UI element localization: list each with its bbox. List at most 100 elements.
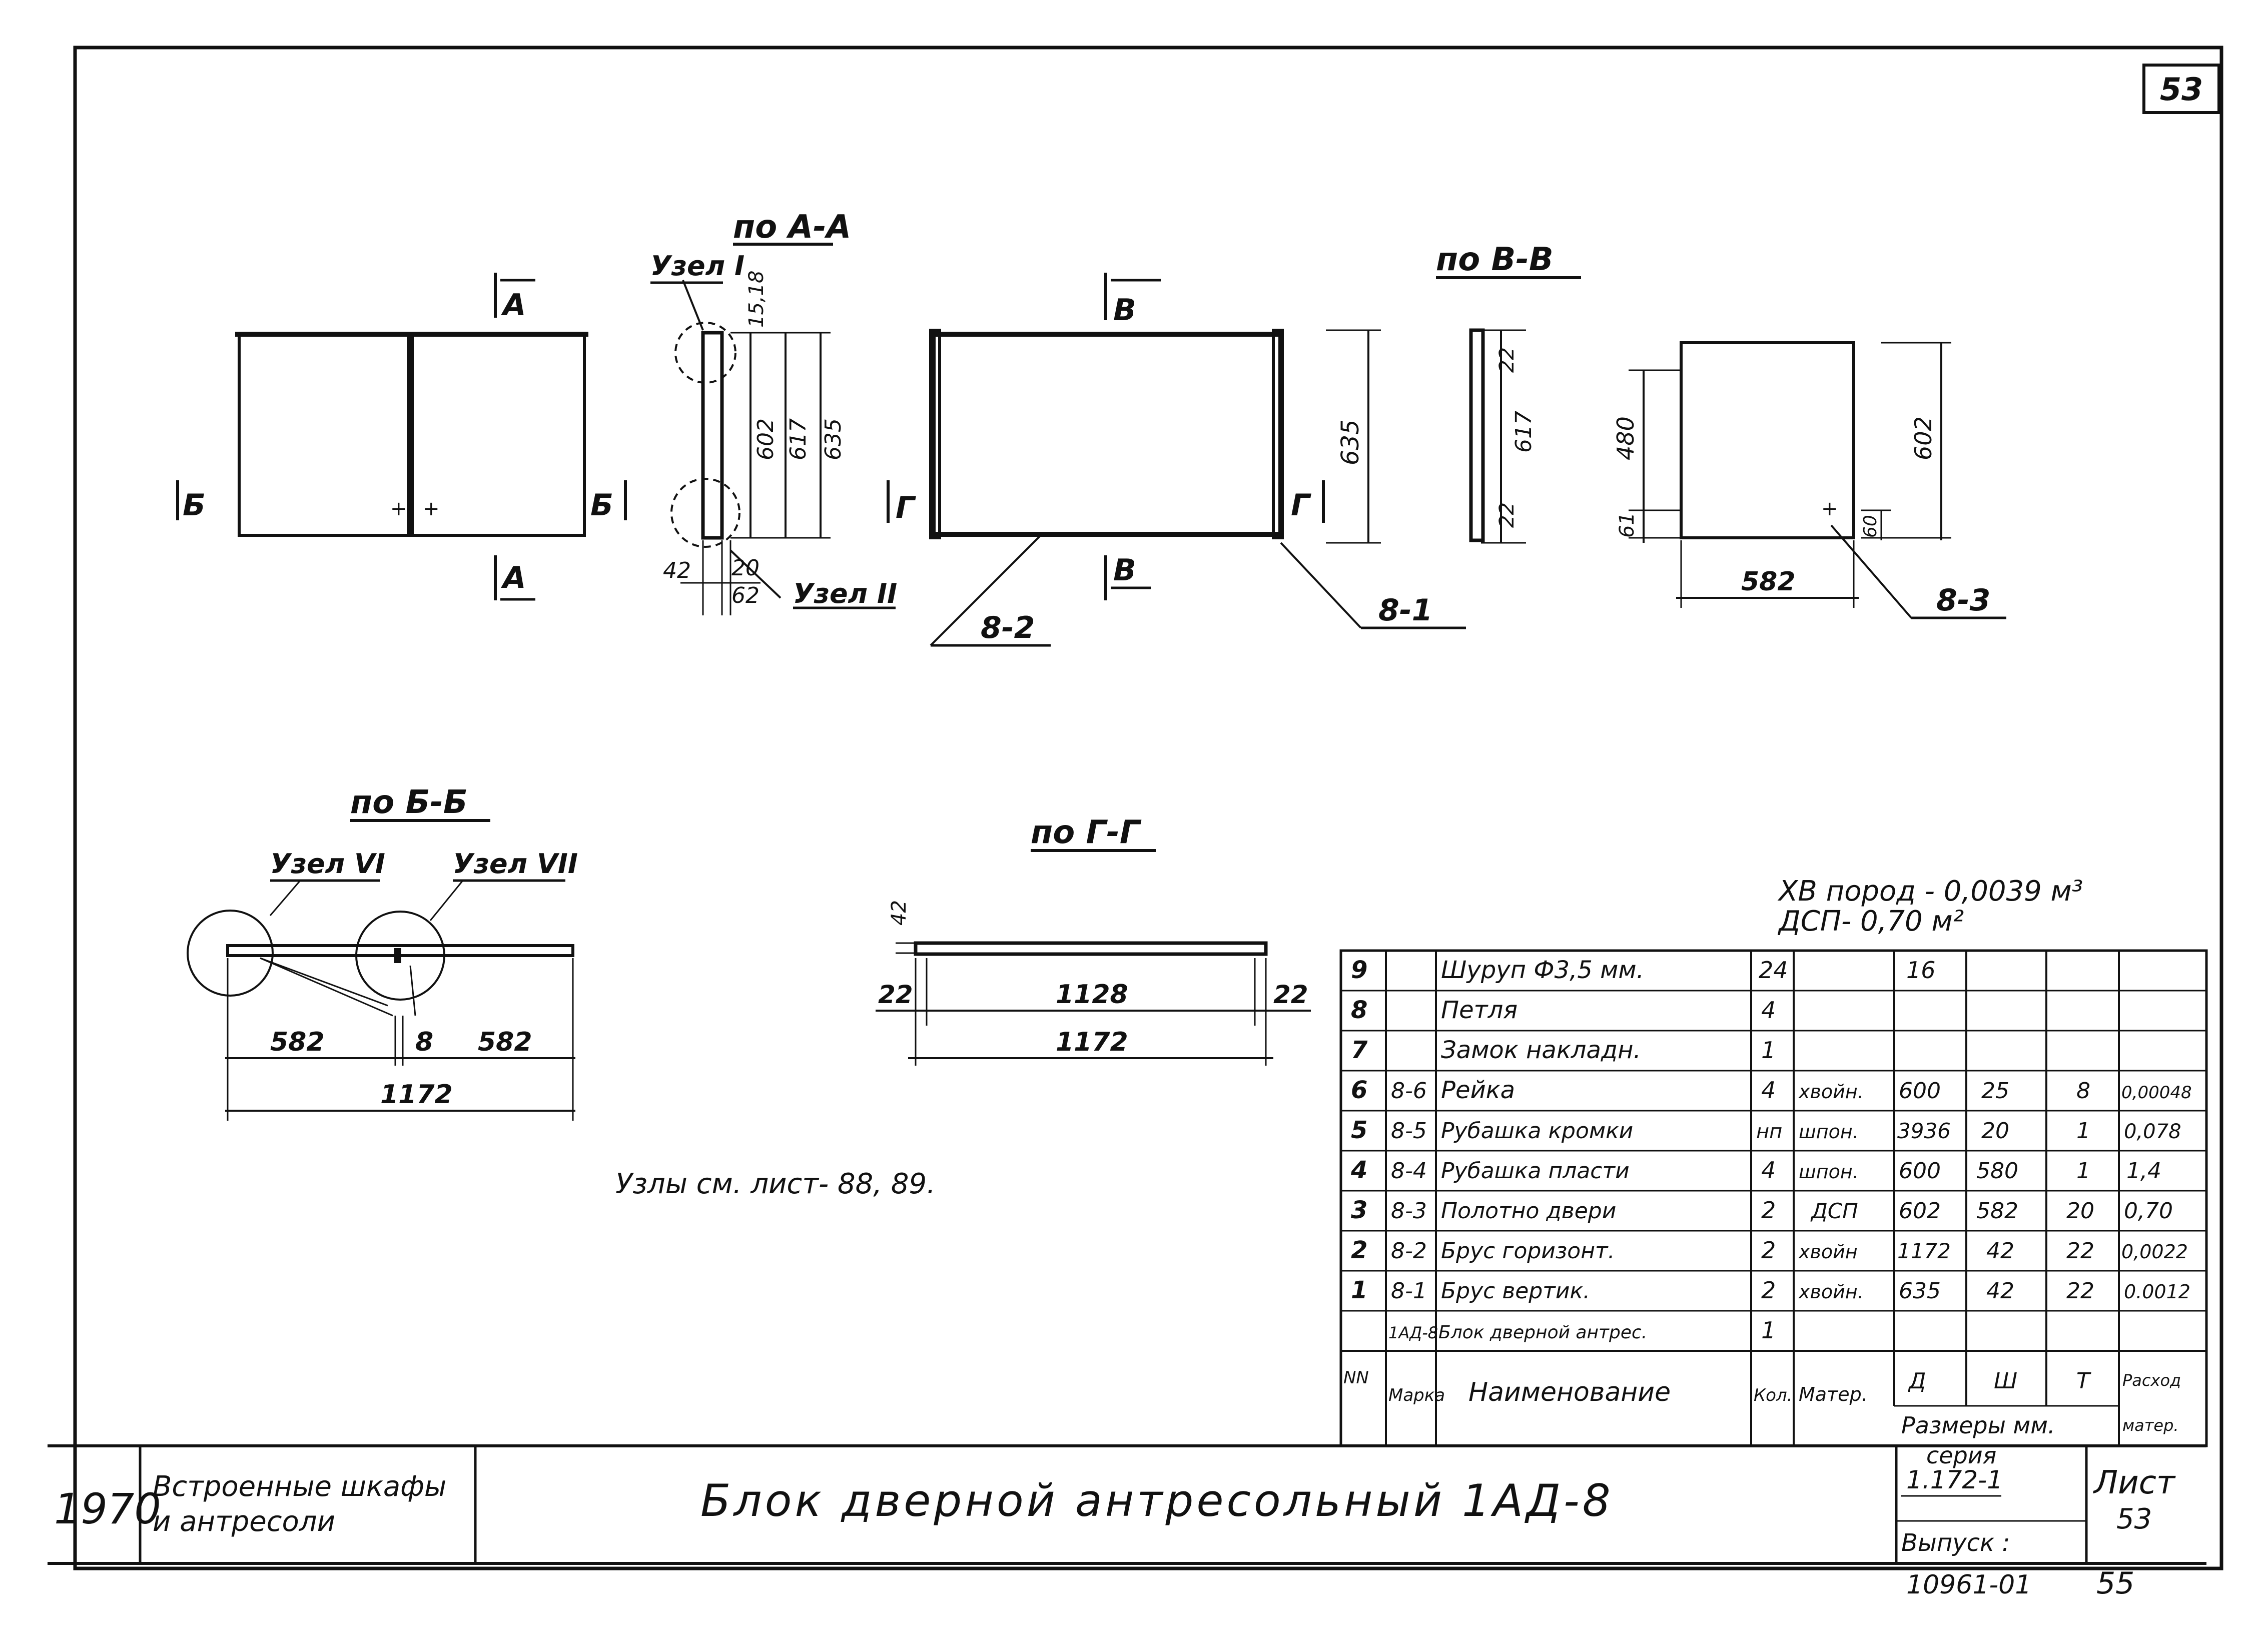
series-value: 1.172-1	[1906, 1465, 2003, 1494]
row-6-nn: 6	[1351, 1076, 1367, 1104]
dim-582-right: 582	[478, 1027, 532, 1057]
row-6-t: 8	[2076, 1078, 2090, 1104]
row-3-nn: 3	[1351, 1196, 1367, 1224]
row-5-name: Рубашка кромки	[1441, 1118, 1633, 1144]
row-assembly-qty: 1	[1761, 1317, 1776, 1344]
section-mark-b-right: Б	[590, 488, 613, 523]
title-year: 1970	[54, 1484, 161, 1533]
row-2-d: 1172	[1897, 1239, 1951, 1263]
svg-text:+: +	[1821, 497, 1838, 520]
footer-code: 10961-01	[1906, 1570, 2031, 1600]
row-2-name: Брус горизонт.	[1441, 1238, 1615, 1264]
section-aa-title: по А-А	[733, 209, 851, 246]
row-1-qty: 2	[1761, 1277, 1776, 1304]
dim-42-gg: 42	[888, 900, 911, 926]
row-6-qty: 4	[1761, 1077, 1776, 1104]
section-mark-g-left: Г	[896, 490, 916, 525]
row-6-mat: хвойн.	[1798, 1081, 1864, 1103]
row-5-nn: 5	[1351, 1116, 1367, 1144]
dim-8: 8	[415, 1027, 433, 1057]
material-note-1: ХВ пород - 0,0039 м³	[1777, 875, 2083, 908]
row-4-name: Рубашка пласти	[1441, 1158, 1630, 1184]
header-mat: Матер.	[1799, 1383, 1868, 1405]
dim-582-leaf: 582	[1741, 567, 1796, 597]
row-3-use: 0,70	[2124, 1198, 2173, 1224]
row-7-qty: 1	[1761, 1037, 1776, 1064]
row-3-w: 582	[1976, 1198, 2018, 1224]
dim-602-leaf: 602	[1910, 416, 1937, 460]
header-name: Наименование	[1468, 1377, 1671, 1407]
dim-1172-bb: 1172	[380, 1080, 453, 1110]
header-sizes: Размеры мм.	[1901, 1412, 2055, 1439]
dim-42: 42	[663, 558, 691, 583]
header-nn: NN	[1343, 1368, 1369, 1388]
row-5-t: 1	[2076, 1118, 2090, 1144]
drawing-title: Блок дверной антресольный 1АД-8	[700, 1475, 1614, 1526]
row-4-nn: 4	[1350, 1156, 1367, 1184]
row-2-use: 0,0022	[2121, 1241, 2188, 1263]
row-2-mark: 8-2	[1391, 1238, 1427, 1264]
row-5-mat: шпон.	[1799, 1121, 1859, 1143]
dim-1172-gg: 1172	[1056, 1027, 1128, 1057]
row-5-d: 3936	[1897, 1119, 1951, 1143]
title-category-1: Встроенные шкафы	[153, 1470, 446, 1503]
section-mark-v-top: В	[1113, 293, 1136, 328]
dim-60: 60	[1860, 515, 1881, 538]
section-vv-title: по В-В	[1436, 241, 1554, 278]
row-8-nn: 8	[1351, 996, 1367, 1024]
section-aa: по А-А Узел I 15,18 602 617 635 42 20 62…	[650, 209, 897, 615]
part-label-8-3: 8-3	[1936, 583, 1990, 618]
section-bb-title: по Б-Б	[350, 784, 468, 821]
series-label: серия	[1926, 1442, 1996, 1469]
row-3-t: 20	[2066, 1198, 2094, 1224]
dim-1128: 1128	[1056, 980, 1128, 1010]
dim-635: 635	[821, 418, 846, 460]
header-use-1: Расход	[2122, 1371, 2181, 1390]
dim-20: 20	[731, 555, 760, 581]
row-9-d: 16	[1906, 957, 1936, 984]
section-mark-a-top: А	[501, 288, 526, 323]
row-1-name: Брус вертик.	[1441, 1278, 1590, 1304]
node-7-label: Узел VII	[453, 848, 578, 880]
footer-page: 55	[2096, 1566, 2134, 1601]
dim-22-top: 22	[1495, 347, 1519, 373]
dim-617: 617	[786, 418, 811, 460]
node-2-label: Узел II	[793, 578, 897, 609]
dim-22-gg-right: 22	[1273, 980, 1308, 1009]
row-9-nn: 9	[1351, 956, 1367, 984]
nodes-note: Узлы см. лист- 88, 89.	[615, 1168, 936, 1200]
row-4-t: 1	[2076, 1158, 2090, 1184]
frame-view: В В Г Г 635 8-2 8-1	[887, 273, 1466, 647]
row-2-t: 22	[2066, 1238, 2094, 1264]
row-1-nn: 1	[1351, 1276, 1367, 1304]
title-block: 1970 Встроенные шкафы и антресоли Блок д…	[48, 1442, 2206, 1565]
dim-22-bottom: 22	[1495, 502, 1519, 528]
row-9-qty: 24	[1759, 957, 1788, 984]
dim-15-18: 15,18	[745, 270, 768, 328]
dim-62: 62	[731, 583, 760, 608]
title-category-2: и антресоли	[153, 1505, 335, 1538]
row-1-d: 635	[1899, 1278, 1941, 1304]
row-5-w: 20	[1981, 1118, 2009, 1144]
row-1-use: 0.0012	[2124, 1281, 2190, 1303]
issue-label: Выпуск :	[1901, 1529, 2010, 1557]
door-leaf-view: + 480 61 602 60 582 8-3	[1612, 341, 2006, 619]
row-8-qty: 4	[1761, 997, 1776, 1024]
row-6-use: 0,00048	[2121, 1083, 2192, 1103]
row-5-qty: нп	[1756, 1120, 1782, 1143]
part-label-8-2: 8-2	[981, 610, 1035, 645]
sheet-label: Лист	[2093, 1464, 2176, 1501]
dim-602: 602	[753, 418, 779, 460]
row-3-qty: 2	[1761, 1197, 1776, 1224]
svg-text:+: +	[423, 497, 440, 520]
dim-617-vv: 617	[1511, 411, 1537, 453]
section-bb: по Б-Б Узел VI Узел VII 582 8 582 1172 У…	[187, 784, 936, 1200]
row-1-mark: 8-1	[1391, 1278, 1427, 1304]
row-5-use: 0,078	[2124, 1120, 2181, 1143]
row-6-mark: 8-6	[1391, 1078, 1427, 1104]
row-2-nn: 2	[1351, 1236, 1367, 1264]
row-4-mat: шпон.	[1799, 1161, 1859, 1183]
row-4-qty: 4	[1761, 1157, 1776, 1184]
row-2-w: 42	[1986, 1238, 2014, 1264]
row-7-nn: 7	[1351, 1036, 1368, 1064]
